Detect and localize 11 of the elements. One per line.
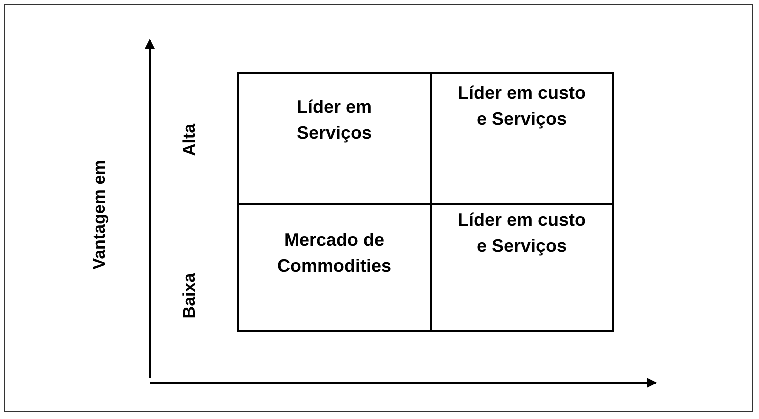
axis-tick-label: Alta: [180, 124, 200, 156]
cell-text: Líder em custo e Serviços: [456, 82, 588, 131]
cell-text: Líder em Serviços: [296, 96, 374, 145]
axis-title: Vantagem em: [90, 160, 110, 270]
matrix-cell: [430, 72, 614, 205]
matrix-cell: [237, 203, 432, 332]
matrix-cell: [430, 203, 614, 332]
cell-text: Líder em custo e Serviços: [456, 209, 588, 258]
cell-text: Mercado de Commodities: [276, 229, 392, 278]
axis-tick-label: Baixa: [180, 273, 200, 319]
matrix-cell: [237, 72, 432, 205]
